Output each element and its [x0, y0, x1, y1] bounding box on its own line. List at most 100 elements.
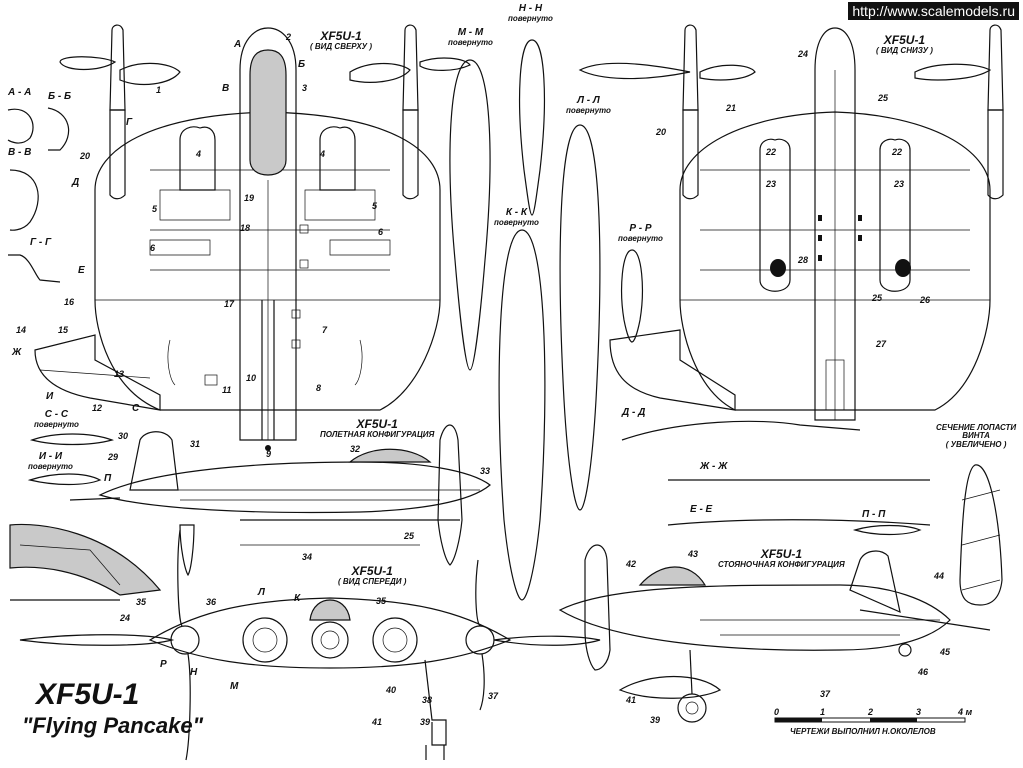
scale-tick-2: 2	[868, 707, 874, 717]
callout-24a: 24	[798, 49, 809, 59]
marker-i: И	[46, 391, 54, 402]
marker-p1: П	[104, 473, 112, 484]
callout-1: 1	[156, 85, 162, 95]
section-ss-label: С - С повернуто	[34, 409, 79, 429]
middle-section-drawings	[449, 39, 643, 601]
parked-view-title-text: XF5U-1	[760, 547, 803, 561]
section-vv-label: В - В	[8, 147, 32, 158]
callout-2: 2	[286, 32, 292, 42]
callout-10: 10	[246, 373, 257, 383]
callout-42: 42	[626, 559, 637, 569]
callout-37b: 37	[820, 689, 831, 699]
callout-14: 14	[16, 325, 27, 335]
section-kk-note: повернуто	[494, 217, 539, 227]
callout-8: 8	[316, 383, 322, 393]
blade-section-line1: СЕЧЕНИЕ ЛОПАСТИ	[936, 423, 1017, 432]
callout-40: 40	[386, 685, 397, 695]
top-view-title: XF5U-1 ( ВИД СВЕРХУ )	[310, 30, 372, 51]
marker-zh: Ж	[12, 347, 22, 358]
callout-22a: 22	[766, 147, 777, 157]
callout-16: 16	[64, 297, 75, 307]
section-ee-profile	[667, 519, 931, 526]
section-rr-title: Р - Р	[629, 223, 652, 234]
callout-9: 9	[266, 449, 272, 459]
top-view-drawing	[34, 24, 471, 451]
callout-5a: 5	[152, 204, 158, 214]
section-ii-title: И - И	[38, 451, 63, 462]
callout-19: 19	[244, 193, 255, 203]
blade-section-line2: ВИНТА	[962, 431, 990, 441]
callout-37a: 37	[488, 691, 499, 701]
section-ll-note: повернуто	[566, 105, 611, 115]
callout-21: 21	[726, 103, 737, 113]
bottom-view-drawing	[578, 24, 1004, 421]
section-mm-label: М - М повернуто	[448, 27, 493, 47]
callout-39a: 39	[420, 717, 431, 727]
callout-38: 38	[422, 695, 433, 705]
callout-11: 11	[222, 385, 232, 395]
section-bb-label: Б - Б	[48, 91, 72, 102]
section-rr-label: Р - Р повернуто	[618, 223, 663, 243]
section-nn-note: повернуто	[508, 13, 553, 23]
section-mm-title: М - М	[457, 27, 484, 38]
callout-20b: 20	[656, 127, 667, 137]
drawing-credit: ЧЕРТЕЖИ ВЫПОЛНИЛ Н.ОКОЛЕЛОВ	[790, 727, 936, 736]
section-ll-label: Л - Л повернуто	[566, 95, 611, 115]
callout-7: 7	[322, 325, 328, 335]
canopy-detail-drawing	[9, 523, 162, 601]
scale-tick-3: 3	[916, 707, 922, 717]
callout-4b: 4	[320, 149, 326, 159]
callout-33: 33	[480, 466, 491, 476]
blade-section-drawing	[959, 464, 1003, 606]
bottom-view-title: XF5U-1 ( ВИД СНИЗУ )	[876, 34, 933, 55]
section-ss-profile	[29, 433, 114, 446]
callout-23b: 23	[894, 179, 905, 189]
scale-tick-4: 4 м	[958, 707, 973, 717]
marker-s: С	[132, 403, 140, 414]
section-aa-label: А - А	[8, 87, 32, 98]
section-pp-profile	[852, 524, 922, 536]
section-mm-note: повернуто	[448, 37, 493, 47]
parked-view-subtitle: СТОЯНОЧНАЯ КОНФИГУРАЦИЯ	[718, 559, 845, 569]
callout-20a: 20	[80, 151, 91, 161]
section-kk-title: К - К	[505, 207, 528, 218]
callout-13: 13	[114, 369, 125, 379]
flight-view-title-text: XF5U-1	[356, 417, 398, 431]
callout-6a: 6	[150, 243, 156, 253]
marker-m: М	[230, 681, 239, 692]
callout-45: 45	[940, 647, 951, 657]
blade-section-line3: ( УВЕЛИЧЕНО )	[945, 439, 1007, 449]
scale-tick-1: 1	[820, 707, 826, 717]
section-ii-profile	[27, 473, 102, 486]
marker-l: Л	[258, 587, 265, 598]
marker-b: Б	[298, 59, 306, 70]
callout-12: 12	[92, 403, 103, 413]
callout-35b: 35	[376, 596, 387, 606]
top-view-title-text: XF5U-1	[320, 29, 362, 43]
section-dd-label: Д - Д	[622, 407, 646, 418]
bottom-view-title-text: XF5U-1	[883, 33, 926, 47]
callout-31: 31	[190, 439, 201, 449]
parked-side-view-drawing	[558, 544, 991, 723]
callout-18: 18	[240, 223, 251, 233]
section-dd-profile	[621, 420, 861, 441]
section-pp-label: П - П	[862, 509, 886, 520]
marker-n: Н	[190, 667, 198, 678]
callout-34: 34	[302, 552, 313, 562]
callout-25b: 25	[872, 293, 883, 303]
callout-41b: 41	[626, 695, 637, 705]
flight-view-title: XF5U-1 ПОЛЕТНАЯ КОНФИГУРАЦИЯ	[320, 418, 434, 439]
flight-view-subtitle: ПОЛЕТНАЯ КОНФИГУРАЦИЯ	[320, 429, 435, 439]
flight-side-view-drawing	[69, 424, 491, 577]
marker-v: В	[222, 83, 230, 94]
marker-g: Г	[126, 117, 133, 128]
callout-43: 43	[688, 549, 699, 559]
blade-section-label: СЕЧЕНИЕ ЛОПАСТИ ВИНТА ( УВЕЛИЧЕНО )	[936, 423, 1017, 449]
callout-26: 26	[920, 295, 931, 305]
section-ee-label: Е - Е	[690, 504, 713, 515]
marker-k: К	[294, 593, 301, 604]
top-view-subtitle: ( ВИД СВЕРХУ )	[310, 41, 372, 51]
section-rr-note: повернуто	[618, 233, 663, 243]
callout-23a: 23	[766, 179, 777, 189]
